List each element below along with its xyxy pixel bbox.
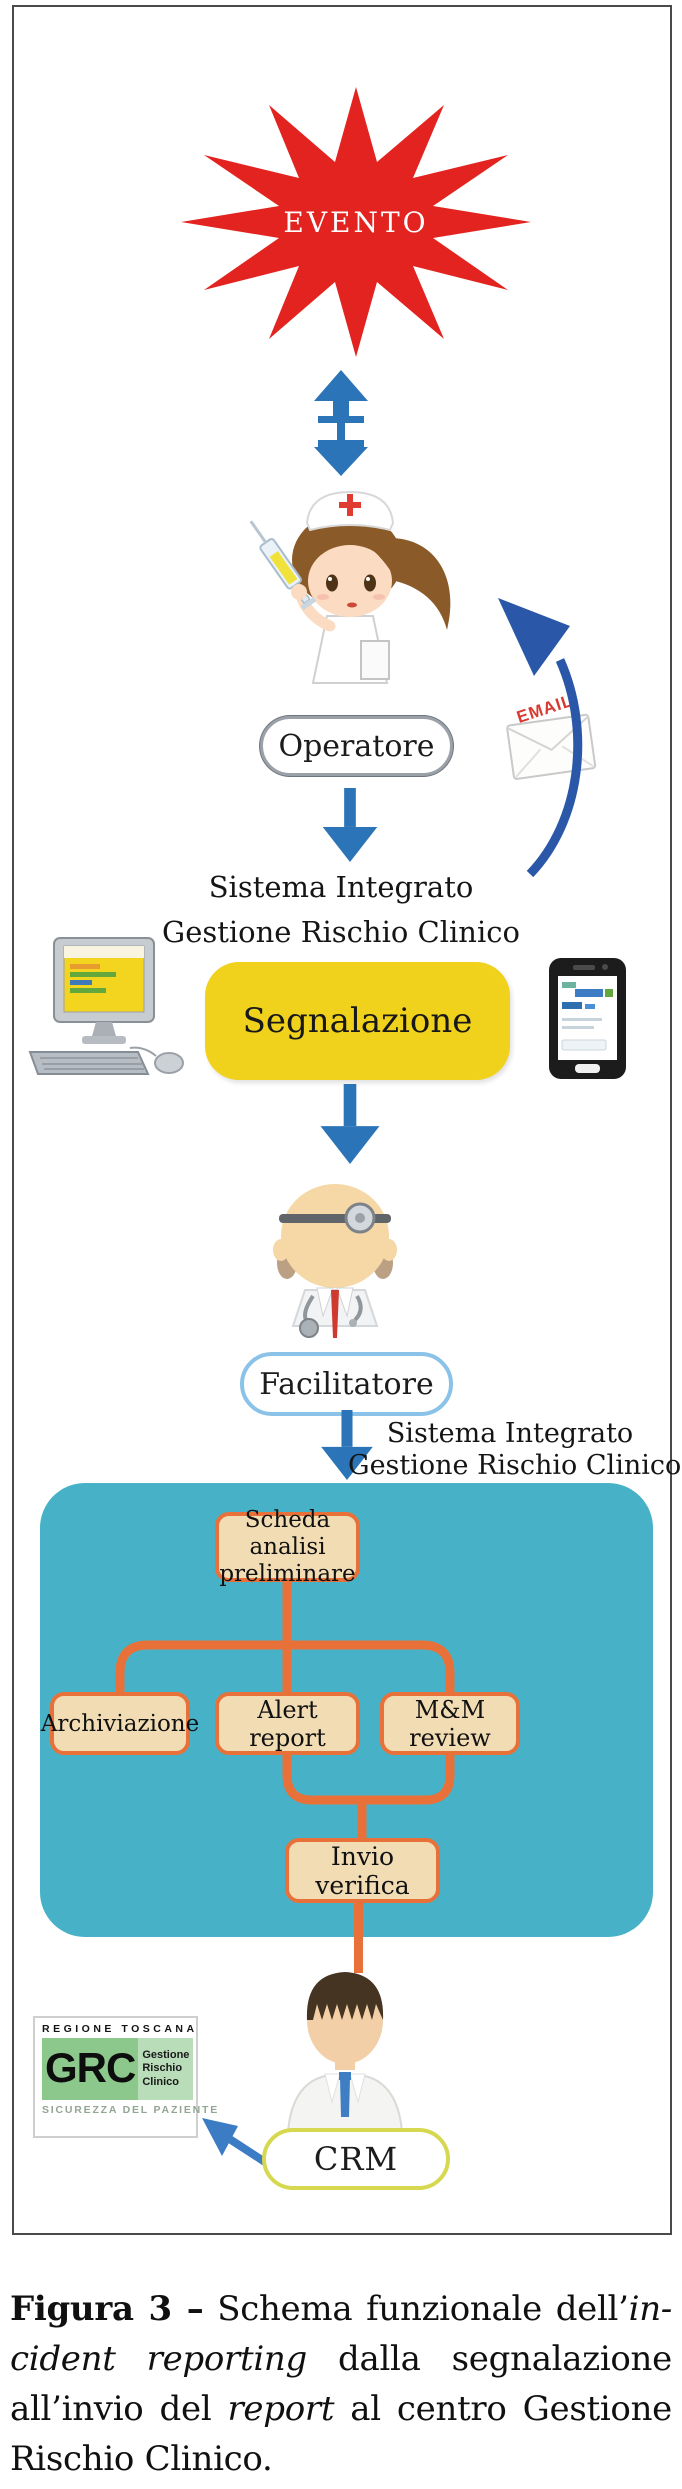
archiviazione-label: Archiviazione (40, 1710, 200, 1737)
computer-icon (28, 937, 184, 1075)
email-icon: EMAIL (506, 691, 597, 780)
grc-regione-label: REGIONE TOSCANA (42, 2023, 198, 2035)
scheda-line2: preliminare (219, 1560, 356, 1587)
scheda-line1: Scheda analisi (244, 1506, 331, 1560)
grc-sicurezza-label: SICUREZZA DEL PAZIENTE (42, 2104, 220, 2116)
down-arrow-icon (322, 788, 378, 862)
curved-arrow-icon (498, 598, 583, 878)
sistema-top-line2: Gestione Rischio Clinico (162, 915, 520, 949)
invio-verifica-label: Invio verifica (315, 1841, 410, 1900)
grc-logo: REGIONE TOSCANA GRC Gestione Rischio Cli… (33, 2016, 220, 2138)
caption-line-1: Figura 3 – Schema funzionale dell’in- (10, 2289, 673, 2329)
caption-line-4: Rischio Clinico. (10, 2439, 273, 2479)
evento-star-icon (181, 87, 531, 357)
crm-label: CRM (313, 2140, 399, 2178)
segnalazione-label: Segnalazione (242, 1001, 473, 1041)
doctor-icon (273, 1184, 397, 1338)
sistema-mid-line2: Gestione Rischio Clinico (348, 1450, 682, 1481)
mm-review-label: M&M review (409, 1695, 491, 1752)
down-arrow-icon (320, 1084, 380, 1164)
flow-connector-lines (115, 1582, 455, 1838)
alert-report-box: Alert report (215, 1692, 360, 1755)
invio-verifica-box: Invio verifica (285, 1838, 440, 1903)
facilitatore-label: Facilitatore (259, 1366, 434, 1402)
grc-sigla-label: GRC (42, 2038, 139, 2100)
archiviazione-box: Archiviazione (41, 1692, 199, 1755)
nurse-icon (249, 490, 451, 684)
segnalazione-box: Segnalazione (205, 962, 510, 1080)
caption-line-3: all’invio del report al centro Gestione (10, 2389, 672, 2429)
operatore-pill: Operatore (260, 716, 453, 776)
flow-line-to-crm (354, 1899, 363, 1973)
person-icon (286, 1972, 404, 2132)
caption-line-2: cident reporting dalla segnalazione (10, 2339, 672, 2379)
updown-arrow-icon (314, 370, 368, 476)
figure-caption: Figura 3 – Schema funzionale dell’in- ci… (10, 2284, 672, 2484)
sistema-top-line1: Sistema Integrato (208, 870, 474, 904)
operatore-label: Operatore (278, 728, 435, 764)
scheda-analisi-box: Scheda analisi preliminare (215, 1507, 360, 1587)
sistema-mid-line1: Sistema Integrato (386, 1418, 634, 1449)
crm-pill: CRM (262, 2128, 450, 2190)
grc-right-text: Gestione Rischio Clinico (138, 2038, 194, 2100)
alert-report-label: Alert report (249, 1695, 326, 1752)
down-arrow-icon (321, 1410, 373, 1480)
smartphone-icon (549, 958, 626, 1079)
mm-review-box: M&M review (380, 1692, 520, 1755)
facilitatore-pill: Facilitatore (240, 1352, 453, 1416)
